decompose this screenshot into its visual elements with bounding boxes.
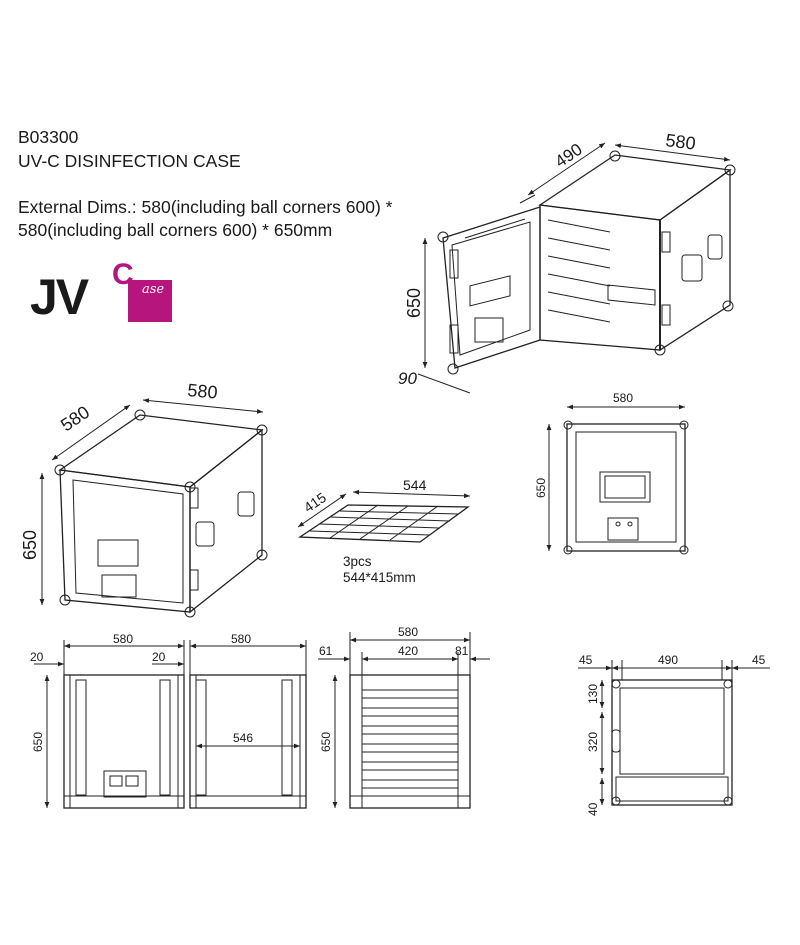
rack-view: 580 420 61 81 650 bbox=[318, 625, 490, 809]
handle-icon bbox=[681, 254, 703, 282]
ball-corner-icon bbox=[447, 363, 459, 375]
closed-case-view: 580 580 650 bbox=[20, 380, 268, 618]
ball-corner-icon bbox=[54, 464, 66, 476]
front-height-label: 650 bbox=[534, 478, 548, 498]
logo-g: C bbox=[112, 258, 134, 291]
product-title: UV-C DISINFECTION CASE bbox=[18, 151, 241, 171]
ball-corner-icon bbox=[679, 420, 689, 430]
handle-icon bbox=[707, 234, 723, 260]
rack-width: 580 bbox=[398, 625, 418, 639]
ball-corner-icon bbox=[654, 344, 666, 356]
handle-icon bbox=[195, 521, 215, 547]
shelf-view: 415 544 3pcs 544*415mm bbox=[297, 477, 471, 585]
open-depth-label: 490 bbox=[552, 140, 586, 172]
front-view: 580 650 bbox=[534, 391, 689, 555]
display-window bbox=[599, 471, 651, 503]
ball-corner-icon bbox=[723, 796, 733, 806]
door-bottom-height: 40 bbox=[586, 802, 600, 816]
shelf-depth-label: 415 bbox=[301, 489, 329, 515]
ball-corner-icon bbox=[722, 300, 734, 312]
ball-corner-icon bbox=[563, 545, 573, 555]
logo-jv: JV bbox=[30, 269, 89, 325]
shelf-qty: 3pcs bbox=[343, 554, 372, 569]
rack-height: 650 bbox=[319, 732, 333, 752]
dims-line-2: 580(including ball corners 600) * 650mm bbox=[18, 220, 333, 240]
closed-width-label: 580 bbox=[187, 380, 219, 403]
ball-corner-icon bbox=[563, 420, 573, 430]
door-view: 45 490 45 130 320 40 bbox=[578, 653, 770, 816]
shelf-length-label: 544 bbox=[403, 477, 427, 493]
external-dimensions: External Dims.: 580(including ball corne… bbox=[18, 196, 392, 242]
interior-slats bbox=[547, 219, 656, 323]
ball-corner-icon bbox=[611, 796, 621, 806]
front-width-label: 580 bbox=[613, 391, 633, 405]
ball-corner-icon bbox=[134, 409, 146, 421]
door-offset-label: 90 bbox=[398, 369, 417, 388]
ball-corner-icon bbox=[611, 679, 621, 689]
door-top-height: 130 bbox=[586, 684, 600, 704]
ball-corner-icon bbox=[723, 679, 733, 689]
section-inner-width: 546 bbox=[233, 731, 253, 745]
ball-corner-icon bbox=[59, 594, 71, 606]
ball-corner-icon bbox=[724, 164, 736, 176]
ball-corner-icon bbox=[679, 545, 689, 555]
ball-corner-icon bbox=[256, 424, 268, 436]
door-middle-height: 320 bbox=[586, 732, 600, 752]
dims-line-1: External Dims.: 580(including ball corne… bbox=[18, 197, 393, 217]
open-case-view: 490 580 650 90 bbox=[398, 130, 736, 394]
ball-corner-icon bbox=[184, 606, 196, 618]
section-right-wall: 20 bbox=[152, 650, 166, 664]
control-panel-icon bbox=[607, 517, 639, 541]
section-left-width: 580 bbox=[113, 632, 133, 646]
closed-depth-label: 580 bbox=[57, 402, 93, 435]
door-right-margin: 45 bbox=[752, 653, 766, 667]
section-height: 650 bbox=[31, 732, 45, 752]
rack-right-gap: 81 bbox=[455, 644, 469, 658]
closed-height-label: 650 bbox=[20, 530, 40, 560]
door-center-width: 490 bbox=[658, 653, 678, 667]
door-left-margin: 45 bbox=[579, 653, 593, 667]
section-left-wall: 20 bbox=[30, 650, 44, 664]
open-height-label: 650 bbox=[404, 288, 424, 318]
jv-case-logo: JV C ase bbox=[30, 258, 180, 325]
ball-corner-icon bbox=[256, 549, 268, 561]
rack-left-gap: 61 bbox=[319, 644, 333, 658]
handle-icon bbox=[237, 491, 255, 517]
display-window bbox=[97, 539, 139, 567]
ball-corner-icon bbox=[437, 231, 449, 243]
control-panel-icon bbox=[103, 770, 147, 798]
control-panel-icon bbox=[101, 574, 137, 598]
section-views: 580 580 20 20 546 650 bbox=[30, 632, 307, 809]
rack-inner: 420 bbox=[398, 644, 418, 658]
product-code: B03300 bbox=[18, 127, 79, 147]
shelf-size: 544*415mm bbox=[343, 570, 416, 585]
ball-corner-icon bbox=[184, 481, 196, 493]
open-width-label: 580 bbox=[665, 130, 697, 154]
logo-case: ase bbox=[142, 282, 165, 297]
hinge-icon bbox=[611, 729, 621, 753]
logo-square bbox=[128, 280, 172, 322]
section-right-width: 580 bbox=[231, 632, 251, 646]
